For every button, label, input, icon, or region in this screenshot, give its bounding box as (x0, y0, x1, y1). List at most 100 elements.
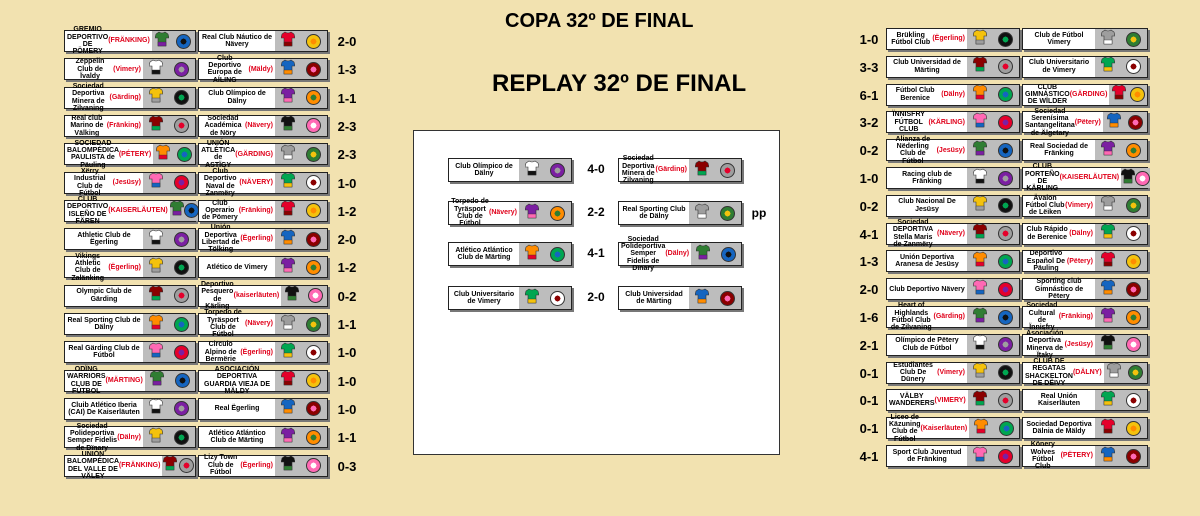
team-icons (275, 31, 327, 51)
team-card[interactable]: Atlético Atlántico Club de Märting (198, 426, 328, 449)
team-card[interactable]: Real Unión Kaiserläuten (1022, 389, 1148, 412)
team-card[interactable]: Club Deportivo Nävery (886, 278, 1020, 301)
team-card[interactable]: Liceo de Käzuning Club de Fútbol (Kaiser… (886, 414, 1020, 443)
team-card[interactable]: Real club Marino de Välking (Fränking) (64, 115, 196, 137)
team-card[interactable]: Club Universitario de Vimery (1022, 55, 1148, 78)
team-card[interactable]: Sociedad Deportiva Dälnia de Mäldy (1022, 417, 1148, 440)
team-card[interactable]: Club Rápido de Berenice (Dälny) (1022, 222, 1148, 245)
team-card[interactable]: Brükling Fútbol Club (Ëgerling) (886, 28, 1020, 50)
team-card[interactable]: ASOCIACIÓN DEPORTIVA GUARDIA VIEJA DE MÄ… (198, 366, 328, 395)
team-card[interactable]: Club de Fútbol Vimery (1022, 28, 1148, 50)
team-card[interactable]: Club Olímpico de Dälny (198, 86, 328, 109)
team-card[interactable]: Torpedo de Tyräsport Club de Fútbol (Näv… (448, 198, 572, 227)
crest-icon (1126, 448, 1142, 464)
team-name: Torpedo de Tyräsport Club de Fútbol (Näv… (199, 309, 275, 338)
team-card[interactable]: Real Sociedad de Fränking (1022, 139, 1148, 162)
team-name-text: Club Deportivo Naval de Zanmëry (203, 167, 237, 197)
team-card[interactable]: GREMIO DEPORTIVO DE PÖMERY (FRÄNKING) (64, 26, 196, 55)
team-card[interactable]: VÄLBY WANDERERS (VIMERY) (886, 389, 1020, 412)
team-card[interactable]: Olímpico de Pëtery Club de Fútbol (886, 333, 1020, 356)
team-card[interactable]: Estudiantes Club De Dünery (Vimery) (886, 362, 1020, 384)
team-card[interactable]: Racing club de Fränking (886, 167, 1020, 189)
team-card[interactable]: Real Sporting Club de Dälny (618, 201, 742, 225)
team-name: Sociedad Deportiva Minera de Zilvaning (… (65, 83, 143, 112)
team-card[interactable]: UNIÓN ATLÉTICA de ASTÏGY (GÄRDING) (198, 140, 328, 169)
team-card[interactable]: Real Club Náutico de Nävery (198, 30, 328, 52)
team-card[interactable]: Club Universitario de Vimery (448, 286, 572, 310)
team-card[interactable]: Club Nacional De Jesüsy (886, 194, 1020, 217)
team-card[interactable]: Sociedad Polideportiva Semper Fidelis de… (64, 423, 196, 452)
team-card[interactable]: Xërry Industrial Club de Fútbol (Jesüsy) (64, 168, 196, 197)
team-card[interactable]: Real Sporting Club de Dälny (64, 313, 196, 335)
kit-icon (1120, 168, 1136, 189)
team-card[interactable]: Unión Deportiva Aranesa de Jesüsy (886, 250, 1020, 273)
team-name-text: Club Universidad de Märting (893, 59, 961, 74)
team-card[interactable]: ÏNNISFRY FÚTBOL CLUB (KÄRLING) (886, 111, 1020, 134)
team-card[interactable]: Club Deportivo Europa de AÍLING (Mäldy) (198, 55, 328, 84)
match-score: 1-3 (859, 254, 879, 270)
team-card[interactable]: Club Deportivo Naval de Zanmëry (NÄVERY) (198, 168, 328, 197)
team-card[interactable]: Sociedad Deportiva Minera de Zilvaning (… (618, 155, 742, 184)
team-card[interactable]: Torpedo de Tyräsport Club de Fútbol (Näv… (198, 309, 328, 338)
team-name: Club Deportivo Naval de Zanmëry (NÄVERY) (199, 168, 275, 197)
team-card[interactable]: Sociedad Deportiva Minera de Zilvaning (… (64, 83, 196, 112)
team-card[interactable]: ODÏNG WARRIORS CLUB DE FÚTBOL (MÄRTING) (64, 366, 196, 395)
team-card[interactable]: Zëppelin Club de Ïvaldy (Vimery) (64, 58, 196, 81)
team-card[interactable]: UNIÓN BALOMPÉDICA DEL VALLE DE VÄLEY (FR… (64, 451, 196, 480)
team-name-text: Sociedad Polideportiva Semper Fidelis de… (621, 235, 666, 273)
team-card[interactable]: CLUB GIMNÁSTICO DE WÏLDER (GÄRDING) (1022, 84, 1148, 106)
team-name-text: UNIÓN BALOMPÉDICA DEL VALLE DE VÄLEY (67, 450, 120, 480)
team-icons (519, 159, 571, 181)
team-card[interactable]: Club Universidad de Märting (886, 55, 1020, 78)
team-card[interactable]: SOCIEDAD BALOMPÉDICA PAULISTA de Päuling… (64, 140, 196, 169)
team-card[interactable]: Fútbol Club Berenice (Dälny) (886, 83, 1020, 106)
kit-icon (148, 314, 164, 335)
team-name-text: Asociación Deportiva Minerva de Ïtaky (1026, 330, 1064, 360)
crest-icon (998, 392, 1014, 408)
crest-icon (720, 290, 736, 306)
team-card[interactable]: Ävalon Fútbol Club de Lëiken (Vimery) (1022, 195, 1148, 217)
crest-icon (998, 448, 1014, 464)
team-card[interactable]: Atlético Atlántico Club de Märting (448, 242, 572, 266)
team-name: Ävalon Fútbol Club de Lëiken (Vimery) (1023, 195, 1095, 217)
team-card[interactable]: Unión Deportiva Libertad de Tölking (Ëge… (198, 224, 328, 253)
team-card[interactable]: Club Olímpico de Dälny (448, 158, 572, 182)
team-card[interactable]: Atlético de Vimery (198, 256, 328, 279)
crest-icon (174, 344, 190, 360)
team-card[interactable]: Club Operario de Pömery (Fränking) (198, 200, 328, 222)
team-card[interactable]: Lizy Town Club de Fútbol (Ëgerling) (198, 454, 328, 477)
team-card[interactable]: Vikings Athletic Club de Zalänking (Ëger… (64, 253, 196, 282)
crest-icon (174, 373, 190, 389)
team-card[interactable]: Circulo Alpino de Bermërie (Ëgerling) (198, 341, 328, 364)
team-card[interactable]: CLUB PORTEÑO DE KÄRLING (KAISERLÄUTEN) (1022, 163, 1151, 192)
team-icons (143, 115, 195, 136)
team-card[interactable]: Könery Wolves Fútbol Club (PËTERY) (1022, 441, 1148, 470)
team-card[interactable]: Sporting club Gimnástico de Pëtery (1022, 278, 1148, 301)
team-name: Racing club de Fränking (887, 168, 967, 188)
team-card[interactable]: Sport Club Juventud de Fränking (886, 445, 1020, 467)
team-card[interactable]: Sociedad DEPORTIVA Stella Maris de Zanmë… (886, 219, 1020, 248)
crest-icon (998, 365, 1014, 381)
team-region: (KAISERLÄUTEN) (108, 207, 168, 215)
team-card[interactable]: Sociedad Polideportiva Semper Fidelis de… (618, 236, 742, 272)
team-card[interactable]: Real Ëgerling (198, 397, 328, 420)
team-card[interactable]: CLUB DE REGATAS SHACKELTON DE DËIVY (DÄL… (1022, 358, 1148, 387)
team-name-text: Athletic Club de Ëgerling (77, 231, 131, 247)
team-icons (275, 455, 327, 476)
team-card[interactable]: Deportivo Pesquero de Kärling (kaiserläu… (198, 281, 328, 310)
team-card[interactable]: Athletic Club de Ëgerling (64, 228, 196, 251)
crest-icon (174, 316, 190, 332)
team-card[interactable]: Sociedad Cultural de Ïnnisfry (Fränking) (1022, 302, 1148, 331)
team-card[interactable]: Sociedad Académica de Nöry (Nävery) (198, 115, 328, 137)
team-card[interactable]: Asociación Deportiva Minerva de Ïtaky (J… (1022, 330, 1148, 359)
team-card[interactable]: Club Universidad de Märting (618, 286, 742, 310)
team-card[interactable]: Olympic Club de Gärding (64, 284, 196, 307)
team-card[interactable]: Alianza de Nëderling Club de Fútbol (Jes… (886, 136, 1020, 165)
team-card[interactable]: CLUB DEPORTIVO ISLEÑO DE FÄREN (KAISERLÄ… (64, 196, 199, 225)
team-card[interactable]: Heart of Highlands Fútbol Club de Zilvan… (886, 302, 1020, 331)
team-card[interactable]: Deportivo Español De Päuling (Pëtery) (1022, 250, 1148, 273)
team-card[interactable]: Cluib Atlético Iberia (CAI) De Kaiserläu… (64, 397, 196, 420)
match-score: 0-1 (859, 421, 879, 437)
team-card[interactable]: Real Gärding Club de Fútbol (64, 341, 196, 364)
team-card[interactable]: Sociedad Serenísima Santangelitana de Äl… (1022, 108, 1148, 137)
